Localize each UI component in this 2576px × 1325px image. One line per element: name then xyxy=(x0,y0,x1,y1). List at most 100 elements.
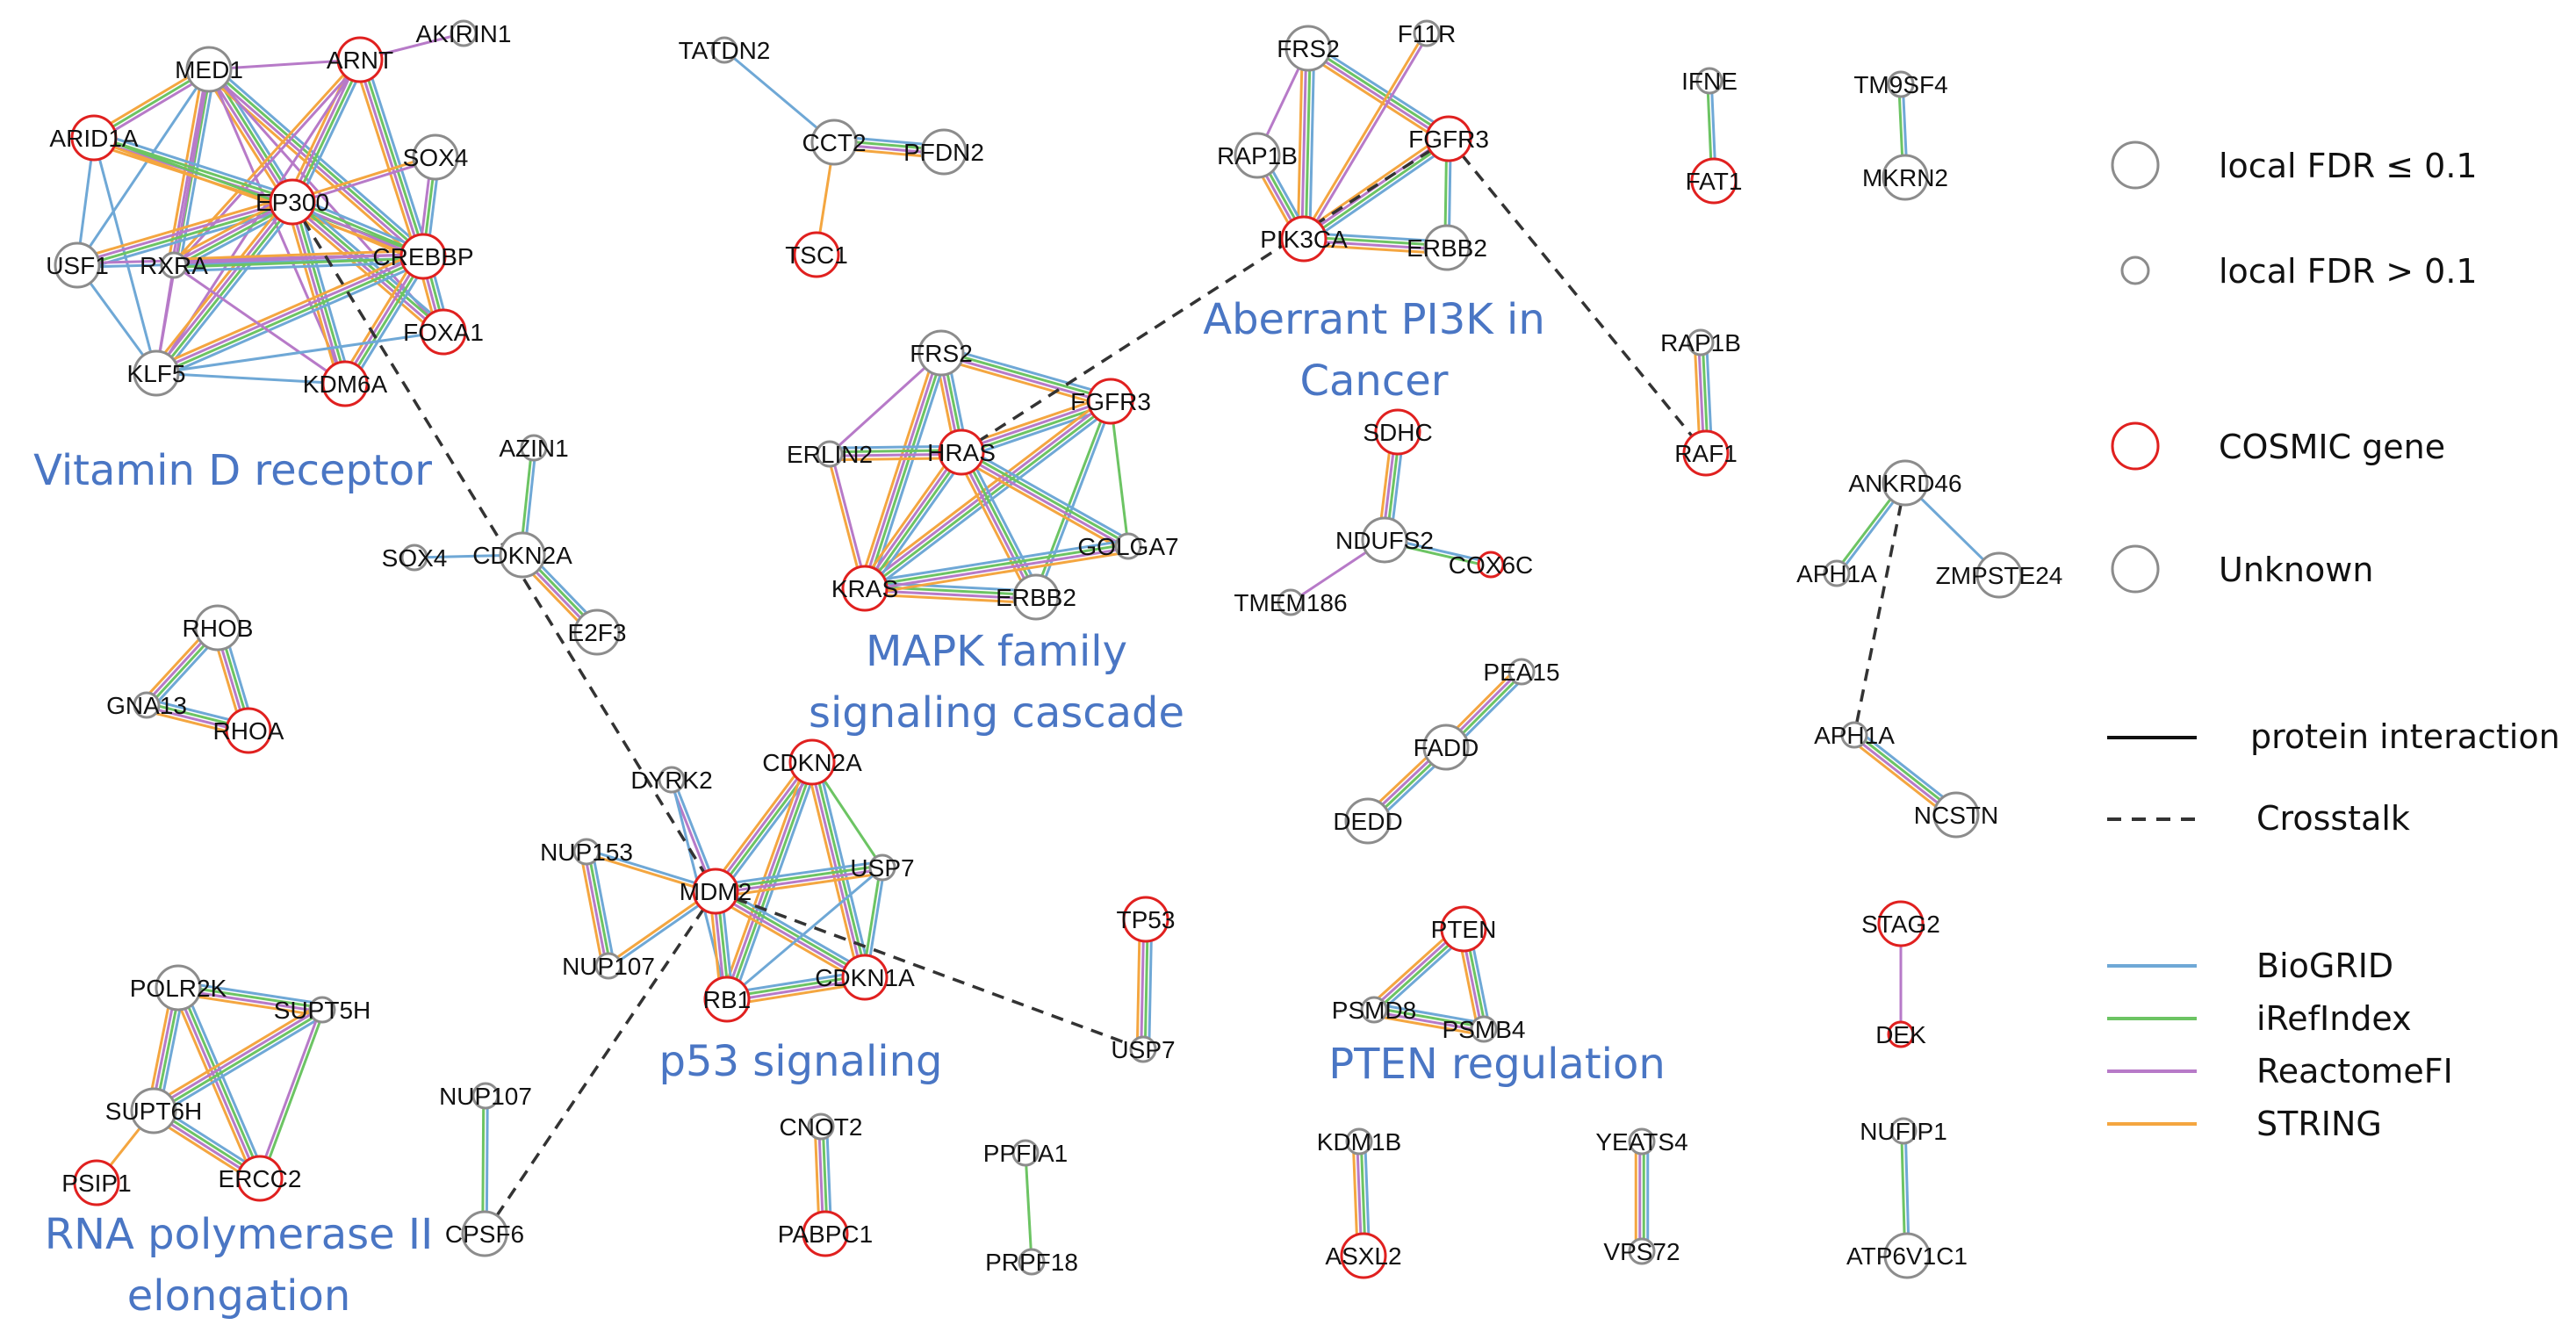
gene-node-circle xyxy=(420,308,467,356)
edge-string-nup153-nup107a xyxy=(579,852,604,968)
edge-string-hras-golga7 xyxy=(957,456,1126,553)
edge-biogrid-arid1a-klf5 xyxy=(92,137,158,374)
gene-node: ERBB2 xyxy=(996,573,1076,621)
edge-irefindex-frs2a-fgfr3a xyxy=(1308,45,1451,139)
module-label: Aberrant PI3K in xyxy=(1203,295,1545,344)
gene-node-circle xyxy=(70,114,118,162)
crosstalk-mdm2-usp7b xyxy=(715,889,1144,1051)
gene-node: NDUFS2 xyxy=(1335,516,1434,564)
edge-string-ep300-klf5 xyxy=(150,197,289,371)
gene-node-circle xyxy=(133,349,180,397)
gene-node-circle xyxy=(802,1210,849,1257)
edge-biogrid-crebbp-kdm6a xyxy=(349,258,430,388)
gene-label: RAF1 xyxy=(1674,440,1738,467)
gene-node-circle xyxy=(1345,1127,1373,1156)
gene-node-circle xyxy=(788,738,836,786)
gene-node: ERBB2 xyxy=(1407,224,1487,271)
edge-string-med1-ep300 xyxy=(203,71,289,206)
gene-node: YEATS4 xyxy=(1595,1127,1688,1156)
gene-node: ZMPSTE24 xyxy=(1936,551,2062,599)
edge-biogrid-hras-kras xyxy=(868,455,968,593)
edge-biogrid-ep300-crebbp xyxy=(294,195,427,253)
gene-node: KRAS xyxy=(831,565,898,612)
gene-label: PSIP1 xyxy=(61,1170,131,1197)
gene-label: TATDN2 xyxy=(679,37,771,64)
gene-label: RAP1B xyxy=(1217,142,1298,169)
gene-label: RHOA xyxy=(213,717,284,745)
gene-label: NUP107 xyxy=(562,953,655,980)
edge-biogrid-arnt-crebbp xyxy=(363,57,430,256)
gene-node-circle xyxy=(1122,896,1169,943)
gene-label: NCSTN xyxy=(1914,802,1998,829)
gene-label: CDKN2A xyxy=(472,542,572,569)
gene-label: USF1 xyxy=(46,252,109,279)
gene-label: HRAS xyxy=(927,439,996,466)
edge-reactomefi-cdkn2ab-rb1 xyxy=(723,760,812,999)
gene-node: TMEM186 xyxy=(1234,588,1348,616)
gene-node: ANKRD46 xyxy=(1848,459,1962,507)
gene-node: CCT2 xyxy=(802,119,867,166)
edge-irefindex-frs2b-kras xyxy=(865,353,945,590)
gene-node-circle xyxy=(810,119,858,166)
edge-string-kras-golga7 xyxy=(865,551,1130,596)
gene-label: CDKN1A xyxy=(815,964,915,991)
gene-node: RXRA xyxy=(140,251,208,279)
gene-label: ATP6V1C1 xyxy=(1846,1242,1968,1270)
gene-node-circle xyxy=(1011,1139,1040,1167)
gene-node: RHOA xyxy=(213,707,284,754)
crosstalk-mdm2-cpsf6 xyxy=(483,890,717,1235)
gene-label: CCT2 xyxy=(802,129,866,156)
gene-node: KDM1B xyxy=(1317,1127,1401,1156)
edge-reactomefi-hras-golga7 xyxy=(960,452,1128,550)
gene-label: SDHC xyxy=(1363,419,1432,446)
gene-node-circle xyxy=(412,133,459,181)
gene-node-circle xyxy=(1507,658,1536,686)
gene-node: USP7 xyxy=(1111,1035,1176,1063)
gene-node: RAP1B xyxy=(1217,132,1298,179)
edge-biogrid-crebbp-rxra xyxy=(174,261,424,273)
edge-reactomefi-mdm2-cdkn1a xyxy=(714,891,865,981)
edge-reactomefi-ep300-foxa1 xyxy=(290,202,443,335)
edge-reactomefi-frs2a-pik3ca xyxy=(1300,47,1308,239)
gene-node: SUPT5H xyxy=(274,996,371,1024)
legend-size-big-icon xyxy=(2111,140,2160,190)
gene-node-circle xyxy=(450,19,478,47)
legend-irefindex-label: iRefIndex xyxy=(2256,999,2412,1038)
gene-node-circle xyxy=(1114,532,1142,560)
edge-reactomefi-nup153-nup107a xyxy=(583,852,608,967)
gene-node-circle xyxy=(703,976,751,1023)
gene-node: ERCC2 xyxy=(219,1155,301,1202)
edge-biogrid-hras-golga7 xyxy=(963,445,1133,543)
edge-reactomefi-ep300-kdm6a xyxy=(289,202,345,385)
edge-irefindex-hras-erbb2b xyxy=(961,450,1040,597)
gene-node-circle xyxy=(160,251,188,279)
gene-node-circle xyxy=(1887,70,1915,98)
gene-label: CNOT2 xyxy=(780,1113,863,1141)
gene-node: SUPT6H xyxy=(105,1087,202,1134)
gene-label: PABPC1 xyxy=(778,1221,873,1248)
edge-biogrid-pik3ca-erbb2a xyxy=(1304,231,1448,243)
legend-string-label: STRING xyxy=(2256,1105,2382,1143)
edge-reactomefi-med1-crebbp xyxy=(206,69,423,259)
gene-node: FOXA1 xyxy=(403,308,484,356)
gene-label: KLF5 xyxy=(127,360,186,387)
edge-biogrid-ep300-klf5 xyxy=(160,205,299,378)
gene-node-circle xyxy=(269,178,316,226)
gene-node: FGFR3 xyxy=(1408,115,1489,162)
gene-node-circle xyxy=(1129,1035,1157,1063)
edge-string-fgfr3a-pik3ca xyxy=(1299,133,1447,235)
gene-node-circle xyxy=(1012,573,1060,621)
edge-string-ep300-usf1 xyxy=(75,195,291,261)
gene-node: EP300 xyxy=(255,178,329,226)
module-label: MAPK family xyxy=(866,627,1127,676)
gene-node: PFDN2 xyxy=(903,128,984,176)
edge-irefindex-hras-kras xyxy=(865,452,965,591)
gene-node-circle xyxy=(1975,551,2023,599)
edge-string-cdkn2ab-cdkn1a xyxy=(804,763,860,979)
edge-string-hras-kras xyxy=(859,448,958,586)
edge-string-psmd8-psmb4 xyxy=(1372,1014,1484,1037)
gene-node-circle xyxy=(1877,900,1925,947)
edge-irefindex-arnt-ep300 xyxy=(292,60,363,204)
legend-reactomefi-label: ReactomeFI xyxy=(2256,1052,2453,1091)
